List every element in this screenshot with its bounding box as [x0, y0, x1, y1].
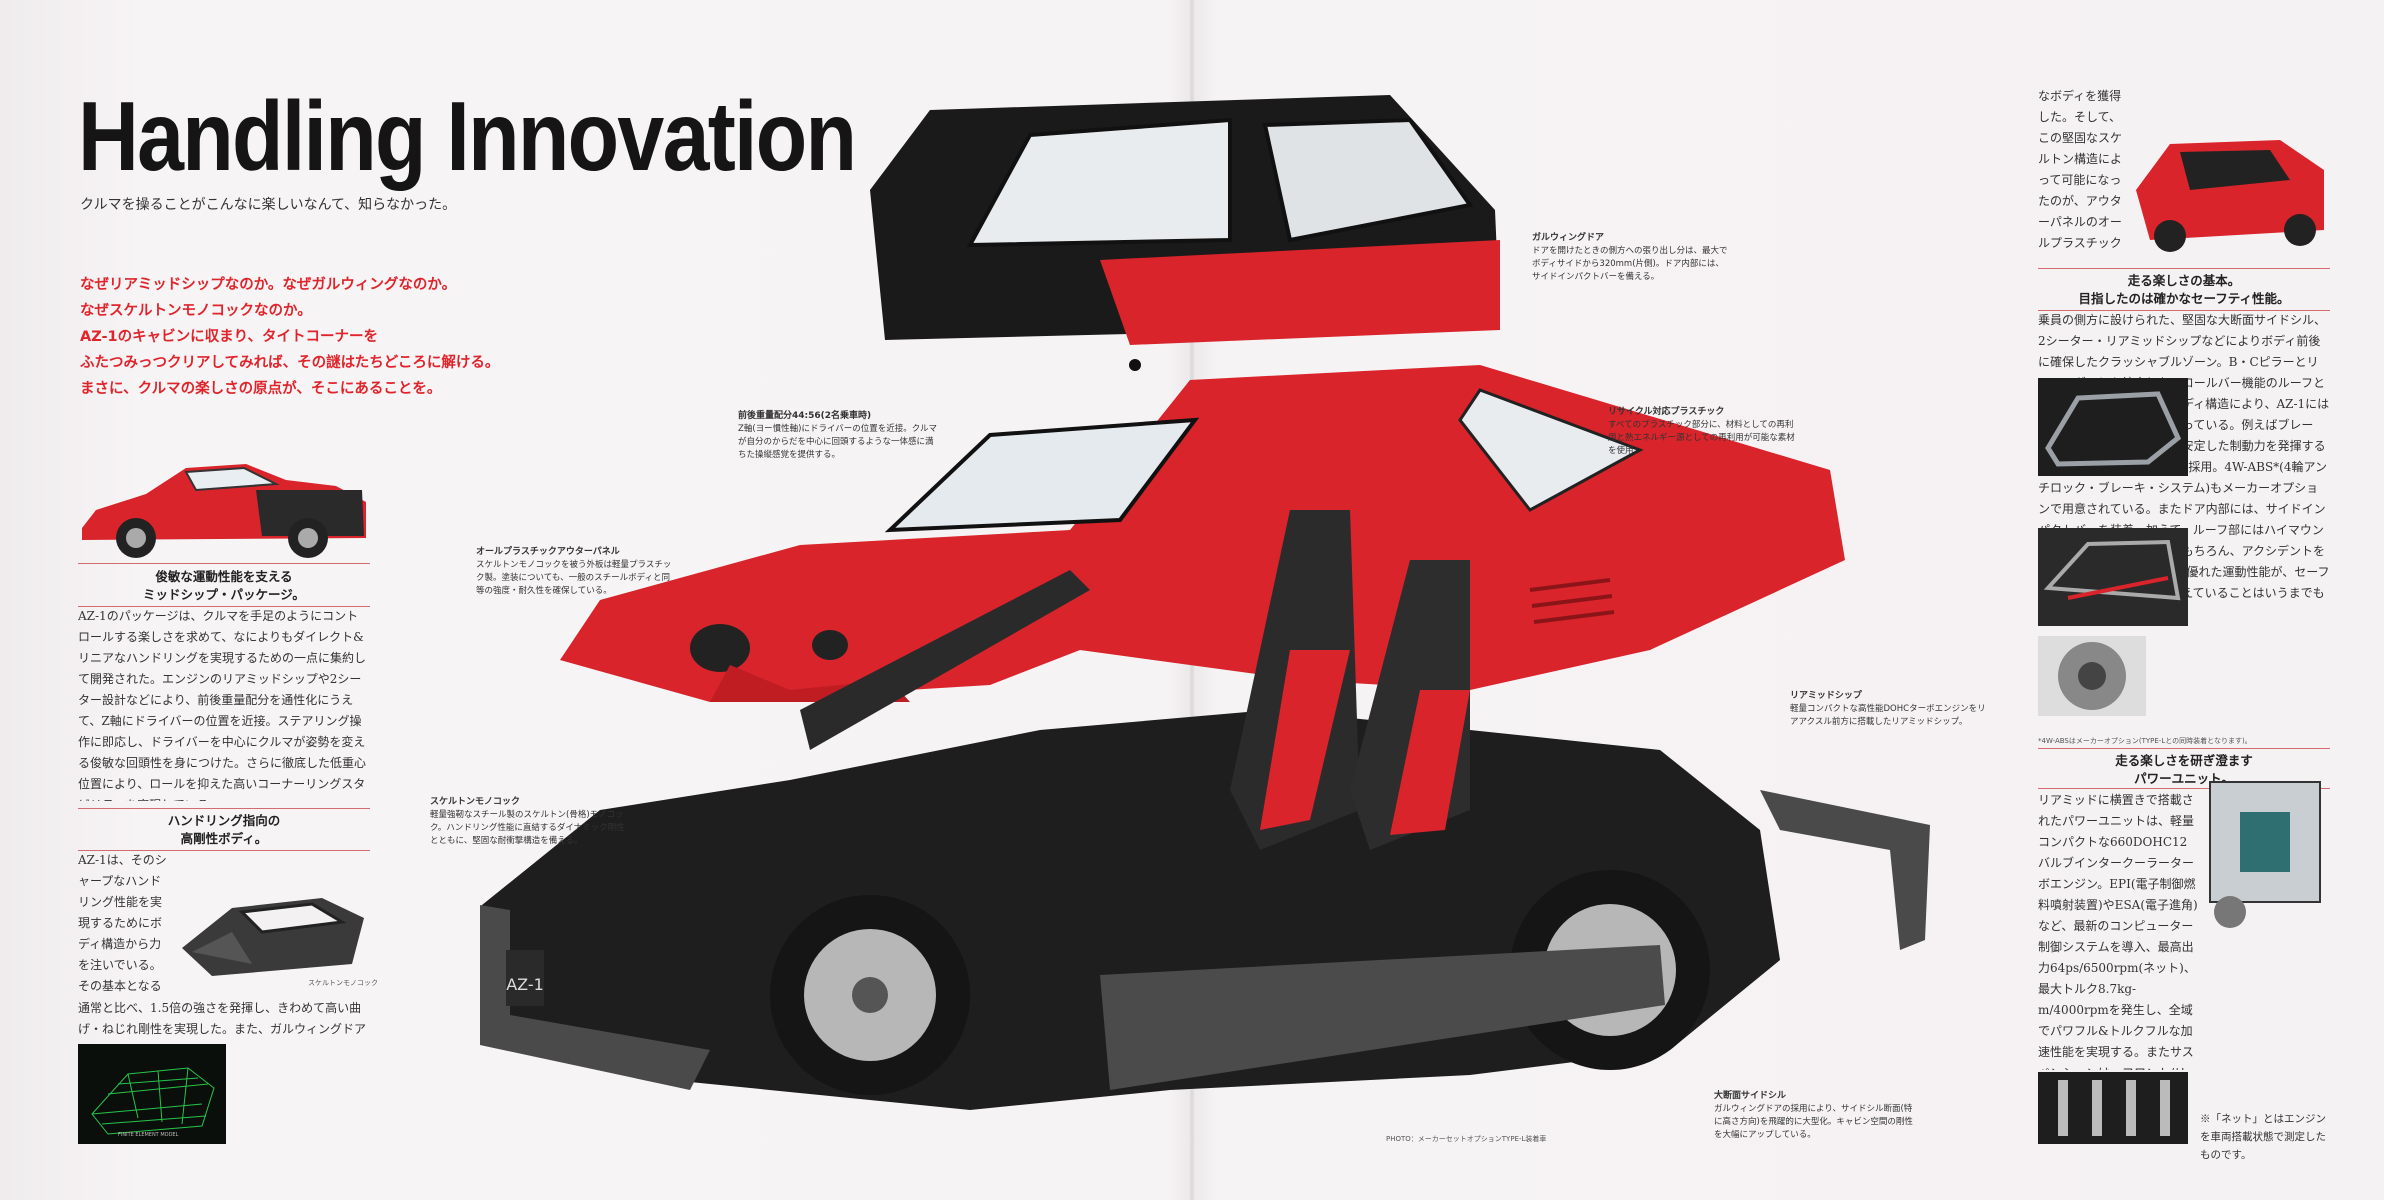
front-plate-text: AZ-1: [506, 975, 544, 994]
power-footnote: ※「ネット」とはエンジンを車両搭載状態で測定したものです。: [2200, 1113, 2326, 1161]
disc-brake-thumbnail: [2038, 636, 2146, 716]
section-body-rigidity-b: 通常と比べ、1.5倍の強さを発揮し、きわめて高い曲げ・ねじれ剛性を実現した。また…: [78, 1001, 367, 1036]
safety-footnote: *4W-ABSはメーカーオプション(TYPE-Lとの同時装着となります)。: [2038, 737, 2252, 745]
divider: [2038, 788, 2330, 789]
section-heading-safety: 走る楽しさの基本。 目指したのは確かなセーフティ性能。: [2078, 273, 2290, 306]
lead-copy: なぜリアミッドシップなのか。なぜガルウィングなのか。 なぜスケルトンモノコックな…: [80, 272, 500, 402]
divider: [78, 808, 370, 809]
section-heading-package: 俊敏な運動性能を支える ミッドシップ・パッケージ。: [143, 569, 305, 602]
lead-line: なぜスケルトンモノコックなのか。: [80, 303, 312, 319]
rollbar-thumbnail: [2038, 378, 2188, 476]
fem-caption: FINITE ELEMENT MODEL: [118, 1132, 179, 1138]
skeleton-monocoque-thumbnail: [172, 868, 372, 988]
divider: [78, 606, 370, 607]
engine-illustration: [2190, 752, 2340, 942]
side-impact-bar-thumbnail: [2038, 528, 2188, 626]
callout-recyclable-plastic: リサイクル対応プラスチック すべてのプラスチック部分に、材料としての再利用と熱エ…: [1608, 407, 1795, 456]
section-body-rigidity-c: [238, 1042, 372, 1146]
callout-skeleton-monocoque: スケルトンモノコック 軽量強靭なスチール製のスケルトン(骨格)モノコック。ハンド…: [430, 797, 625, 846]
callout-weight-distribution: 前後重量配分44:56(2名乗車時) Z軸(ヨー慣性軸)にドライバーの位置を近接…: [738, 411, 938, 460]
safety-top-body: なボディを獲得した。そして、この堅固なスケルトン構造によって可能になったのが、ア…: [2038, 89, 2123, 250]
divider: [2038, 748, 2330, 749]
suspension-thumbnail: [2038, 1072, 2188, 1144]
skeleton-monocoque-chassis: AZ-1: [480, 510, 1930, 1110]
lead-line: ふたつみっつクリアしてみれば、その謎はたちどころに解ける。: [80, 355, 500, 371]
plastic-outer-body: [560, 365, 1845, 702]
gullwing-door-panel: [870, 95, 1500, 371]
page-subtitle: クルマを操ることがこんなに楽しいなんて、知らなかった。: [80, 197, 457, 213]
section-body-rigidity-a: AZ-1は、そのシャープなハンドリング性能を実現するためにボディ構造から力を注い…: [78, 853, 167, 993]
callout-side-sill: 大断面サイドシル ガルウィングドアの採用により、サイドシル断面(特に高さ方向)を…: [1714, 1091, 1913, 1140]
section-heading-body-rigidity: ハンドリング指向の 高剛性ボディ。: [167, 813, 281, 846]
divider: [2038, 268, 2330, 269]
photo-credit: PHOTO：メーカーセットオプションTYPE-L装着車: [1386, 1135, 1547, 1143]
lead-line: AZ-1のキャビンに収まり、タイトコーナーを: [80, 329, 379, 345]
thumbnail-caption: スケルトンモノコック: [308, 979, 378, 987]
fem-wireframe-thumbnail: FINITE ELEMENT MODEL: [78, 1044, 226, 1144]
side-cutaway-thumbnail: [76, 450, 372, 560]
callout-gullwing: ガルウィングドア ドアを開けたときの側方への張り出し分は、最大でボディサイドから…: [1532, 233, 1728, 282]
divider: [2038, 310, 2330, 311]
page-title: Handling Innovation: [78, 81, 857, 191]
exploded-car-illustration: AZ-1: [470, 90, 1940, 1150]
lead-line: なぜリアミッドシップなのか。なぜガルウィングなのか。: [80, 277, 457, 293]
callout-outer-panel: オールプラスチックアウターパネル スケルトンモノコックを被う外板は軽量プラスチッ…: [476, 547, 672, 596]
rear-cabin-thumbnail: [2130, 130, 2330, 262]
divider: [78, 563, 370, 564]
section-heading-power: 走る楽しさを研ぎ澄ます パワーユニット。: [2115, 753, 2253, 786]
section-body-package: AZ-1のパッケージは、クルマを手足のようにコントロールする楽しさを求めて、なに…: [78, 609, 367, 801]
divider: [78, 850, 370, 851]
callout-rear-midship: リアミッドシップ 軽量コンパクトな高性能DOHCターボエンジンをリアアクスル前方…: [1790, 691, 1986, 727]
section-body-power: リアミッドに横置きで搭載されたパワーユニットは、軽量コンパクトな660DOHC1…: [2038, 793, 2198, 1070]
lead-line: まさに、クルマの楽しさの原点が、そこにあることを。: [80, 381, 442, 397]
